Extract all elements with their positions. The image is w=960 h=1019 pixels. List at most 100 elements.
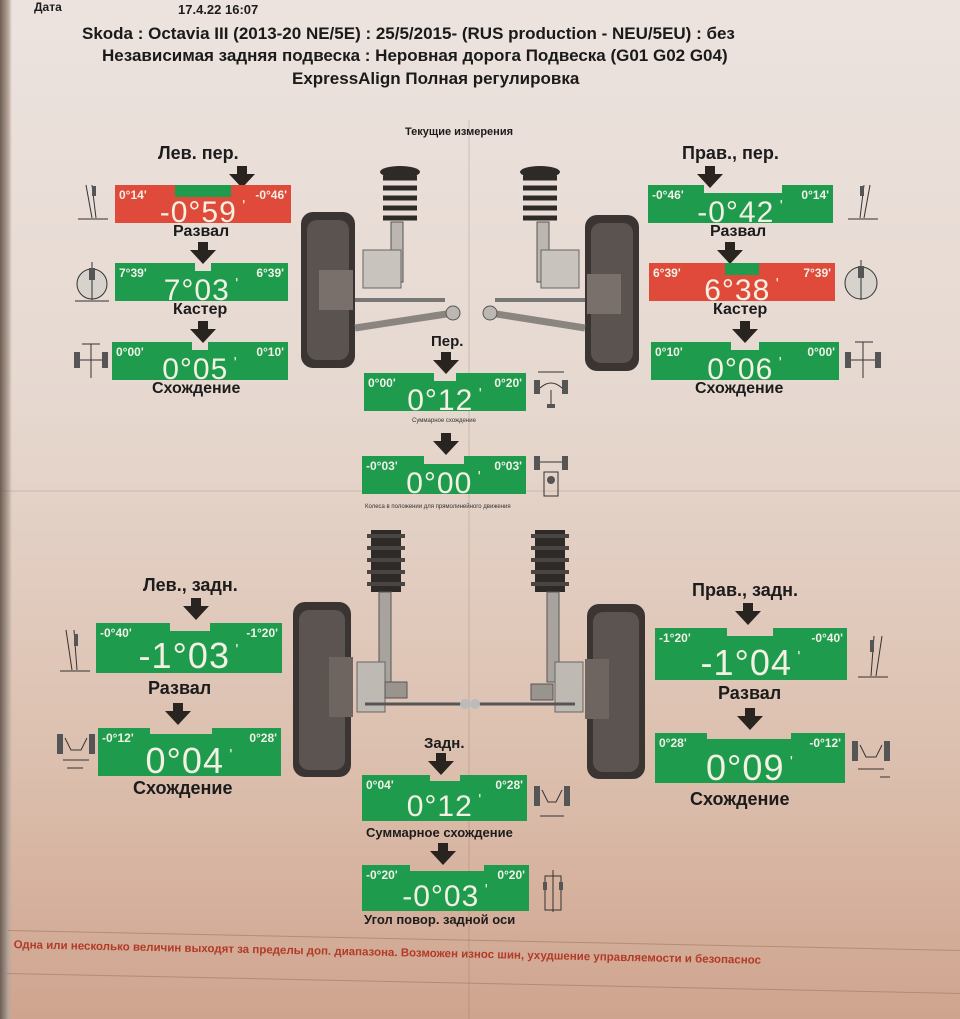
arrow-down-icon bbox=[433, 441, 459, 455]
arrow-down-icon bbox=[717, 250, 743, 264]
front-left-title: Лев. пер. bbox=[158, 143, 239, 163]
measured-value: 0°00 ' bbox=[406, 467, 482, 500]
caster-label: Кастер bbox=[173, 301, 228, 318]
toe-icon bbox=[72, 340, 110, 382]
section-title: Текущие измерения bbox=[405, 126, 514, 138]
caster-label: Кастер bbox=[713, 301, 768, 318]
rear-total-toe-gauge: 0°04' 0°28' 0°12 ' bbox=[362, 775, 527, 823]
arrow-down-icon bbox=[441, 433, 451, 443]
max-limit: -0°40' bbox=[811, 631, 843, 645]
arrow-down-icon bbox=[745, 708, 755, 718]
suspension-title: Независимая задняя подвеска : Неровная д… bbox=[102, 46, 728, 65]
rear-total-toe-title: Задн. bbox=[424, 735, 465, 752]
warning-text: Одна или несколько величин выходят за пр… bbox=[13, 939, 762, 967]
arrow-down-icon bbox=[190, 329, 216, 343]
rear-left-camber-gauge: -0°40' -1°20' -1°03 ' bbox=[96, 623, 282, 676]
front-right-title: Прав., пер. bbox=[682, 143, 779, 163]
arrow-down-icon bbox=[732, 329, 758, 343]
arrow-down-icon bbox=[438, 843, 448, 853]
camber-label: Развал bbox=[173, 223, 230, 240]
measured-value: -0°42 ' bbox=[697, 196, 784, 229]
min-limit: -0°46' bbox=[652, 188, 684, 202]
rear-total-toe-label: Суммарное схождение bbox=[366, 825, 513, 840]
thrust-angle-label: Угол повор. задной оси bbox=[364, 912, 516, 927]
max-limit: 0°14' bbox=[801, 188, 829, 202]
max-limit: -0°12' bbox=[809, 736, 841, 750]
toe-label: Схождение bbox=[690, 789, 790, 809]
max-limit: 0°28' bbox=[495, 778, 523, 792]
camber-icon bbox=[60, 626, 90, 672]
steering-straight-gauge: -0°03' 0°03' 0°00 ' bbox=[362, 456, 526, 500]
arrow-down-icon bbox=[725, 242, 735, 252]
max-limit: 0°20' bbox=[494, 376, 522, 390]
front-suspension-diagram bbox=[295, 150, 645, 375]
arrow-down-icon bbox=[165, 711, 191, 725]
min-limit: 7°39' bbox=[119, 266, 147, 280]
measured-value: -0°03 ' bbox=[402, 880, 489, 913]
camber-icon bbox=[858, 632, 888, 678]
camber-icon bbox=[78, 180, 108, 220]
arrow-down-icon bbox=[433, 360, 459, 374]
toe-label: Схождение bbox=[152, 380, 241, 397]
camber-label: Развал bbox=[148, 678, 212, 698]
arrow-down-icon bbox=[190, 250, 216, 264]
measured-value: 0°12 ' bbox=[407, 384, 483, 417]
front-total-toe-label: Суммарное схождение bbox=[412, 418, 476, 424]
min-limit: -0°12' bbox=[102, 731, 134, 745]
warning-banner: Одна или несколько величин выходят за пр… bbox=[7, 930, 960, 995]
arrow-down-icon bbox=[191, 598, 201, 608]
measured-value: 0°12 ' bbox=[406, 790, 483, 823]
measured-value: 6°38 ' bbox=[704, 274, 780, 307]
measured-value: 0°04 ' bbox=[145, 740, 234, 781]
measured-value: -0°59 ' bbox=[159, 196, 247, 229]
min-limit: -1°20' bbox=[659, 631, 691, 645]
camber-label: Развал bbox=[718, 683, 782, 703]
arrow-down-icon bbox=[740, 321, 750, 331]
measured-value: -1°04 ' bbox=[700, 642, 802, 683]
rear-right-title: Прав., задн. bbox=[692, 580, 799, 600]
measured-value: 0°05 ' bbox=[162, 353, 238, 386]
max-limit: -1°20' bbox=[246, 626, 278, 640]
toe-label: Схождение bbox=[133, 778, 233, 798]
max-limit: 0°10' bbox=[256, 345, 284, 359]
min-limit: 0°00' bbox=[116, 345, 144, 359]
vehicle-title: Skoda : Octavia III (2013-20 NE/5E) : 25… bbox=[82, 24, 735, 43]
min-limit: 0°00' bbox=[368, 376, 396, 390]
rear-right-camber-gauge: -1°20' -0°40' -1°04 ' bbox=[655, 628, 847, 683]
measured-value: 0°09 ' bbox=[706, 747, 794, 788]
max-limit: 7°39' bbox=[803, 266, 831, 280]
rear-left-title: Лев., задн. bbox=[143, 575, 238, 595]
arrow-down-icon bbox=[183, 606, 209, 620]
camber-label: Развал bbox=[710, 223, 767, 240]
axle-toe-icon bbox=[532, 778, 572, 824]
toe-icon bbox=[843, 338, 883, 380]
max-limit: 0°28' bbox=[249, 731, 277, 745]
steering-straight-label: Колеса в положении для прямолинейного дв… bbox=[365, 504, 511, 510]
arrow-down-icon bbox=[198, 242, 208, 252]
date-label: Дата bbox=[34, 0, 62, 14]
arrow-down-icon bbox=[430, 851, 456, 865]
rear-suspension-diagram bbox=[285, 522, 655, 782]
rear-left-toe-gauge: -0°12' 0°28' 0°04 ' bbox=[98, 728, 281, 781]
measured-value: 7°03 ' bbox=[163, 274, 240, 307]
arrow-down-icon bbox=[198, 321, 208, 331]
front-total-toe-gauge: 0°00' 0°20' 0°12 ' bbox=[364, 373, 526, 417]
measured-value: -1°03 ' bbox=[138, 635, 240, 676]
front-right-camber-gauge: -0°46' 0°14' -0°42 ' bbox=[648, 185, 833, 229]
measured-value: 0°06 ' bbox=[707, 353, 783, 386]
page-edge bbox=[0, 0, 12, 1019]
paper-fold bbox=[468, 120, 470, 1019]
front-left-camber-gauge: 0°14' -0°46' -0°59 ' bbox=[115, 185, 291, 229]
thrust-angle-icon bbox=[542, 868, 564, 914]
max-limit: 0°03' bbox=[494, 459, 522, 473]
caster-icon bbox=[842, 258, 880, 302]
min-limit: 0°04' bbox=[366, 778, 394, 792]
arrow-down-icon bbox=[173, 703, 183, 713]
front-right-toe-gauge: 0°10' 0°00' 0°06 ' bbox=[651, 342, 839, 386]
min-limit: -0°20' bbox=[366, 868, 398, 882]
arrow-down-icon bbox=[436, 753, 446, 763]
toe-icon bbox=[850, 735, 892, 781]
max-limit: 0°00' bbox=[807, 345, 835, 359]
caster-icon bbox=[75, 260, 109, 302]
max-limit: 0°20' bbox=[497, 868, 525, 882]
